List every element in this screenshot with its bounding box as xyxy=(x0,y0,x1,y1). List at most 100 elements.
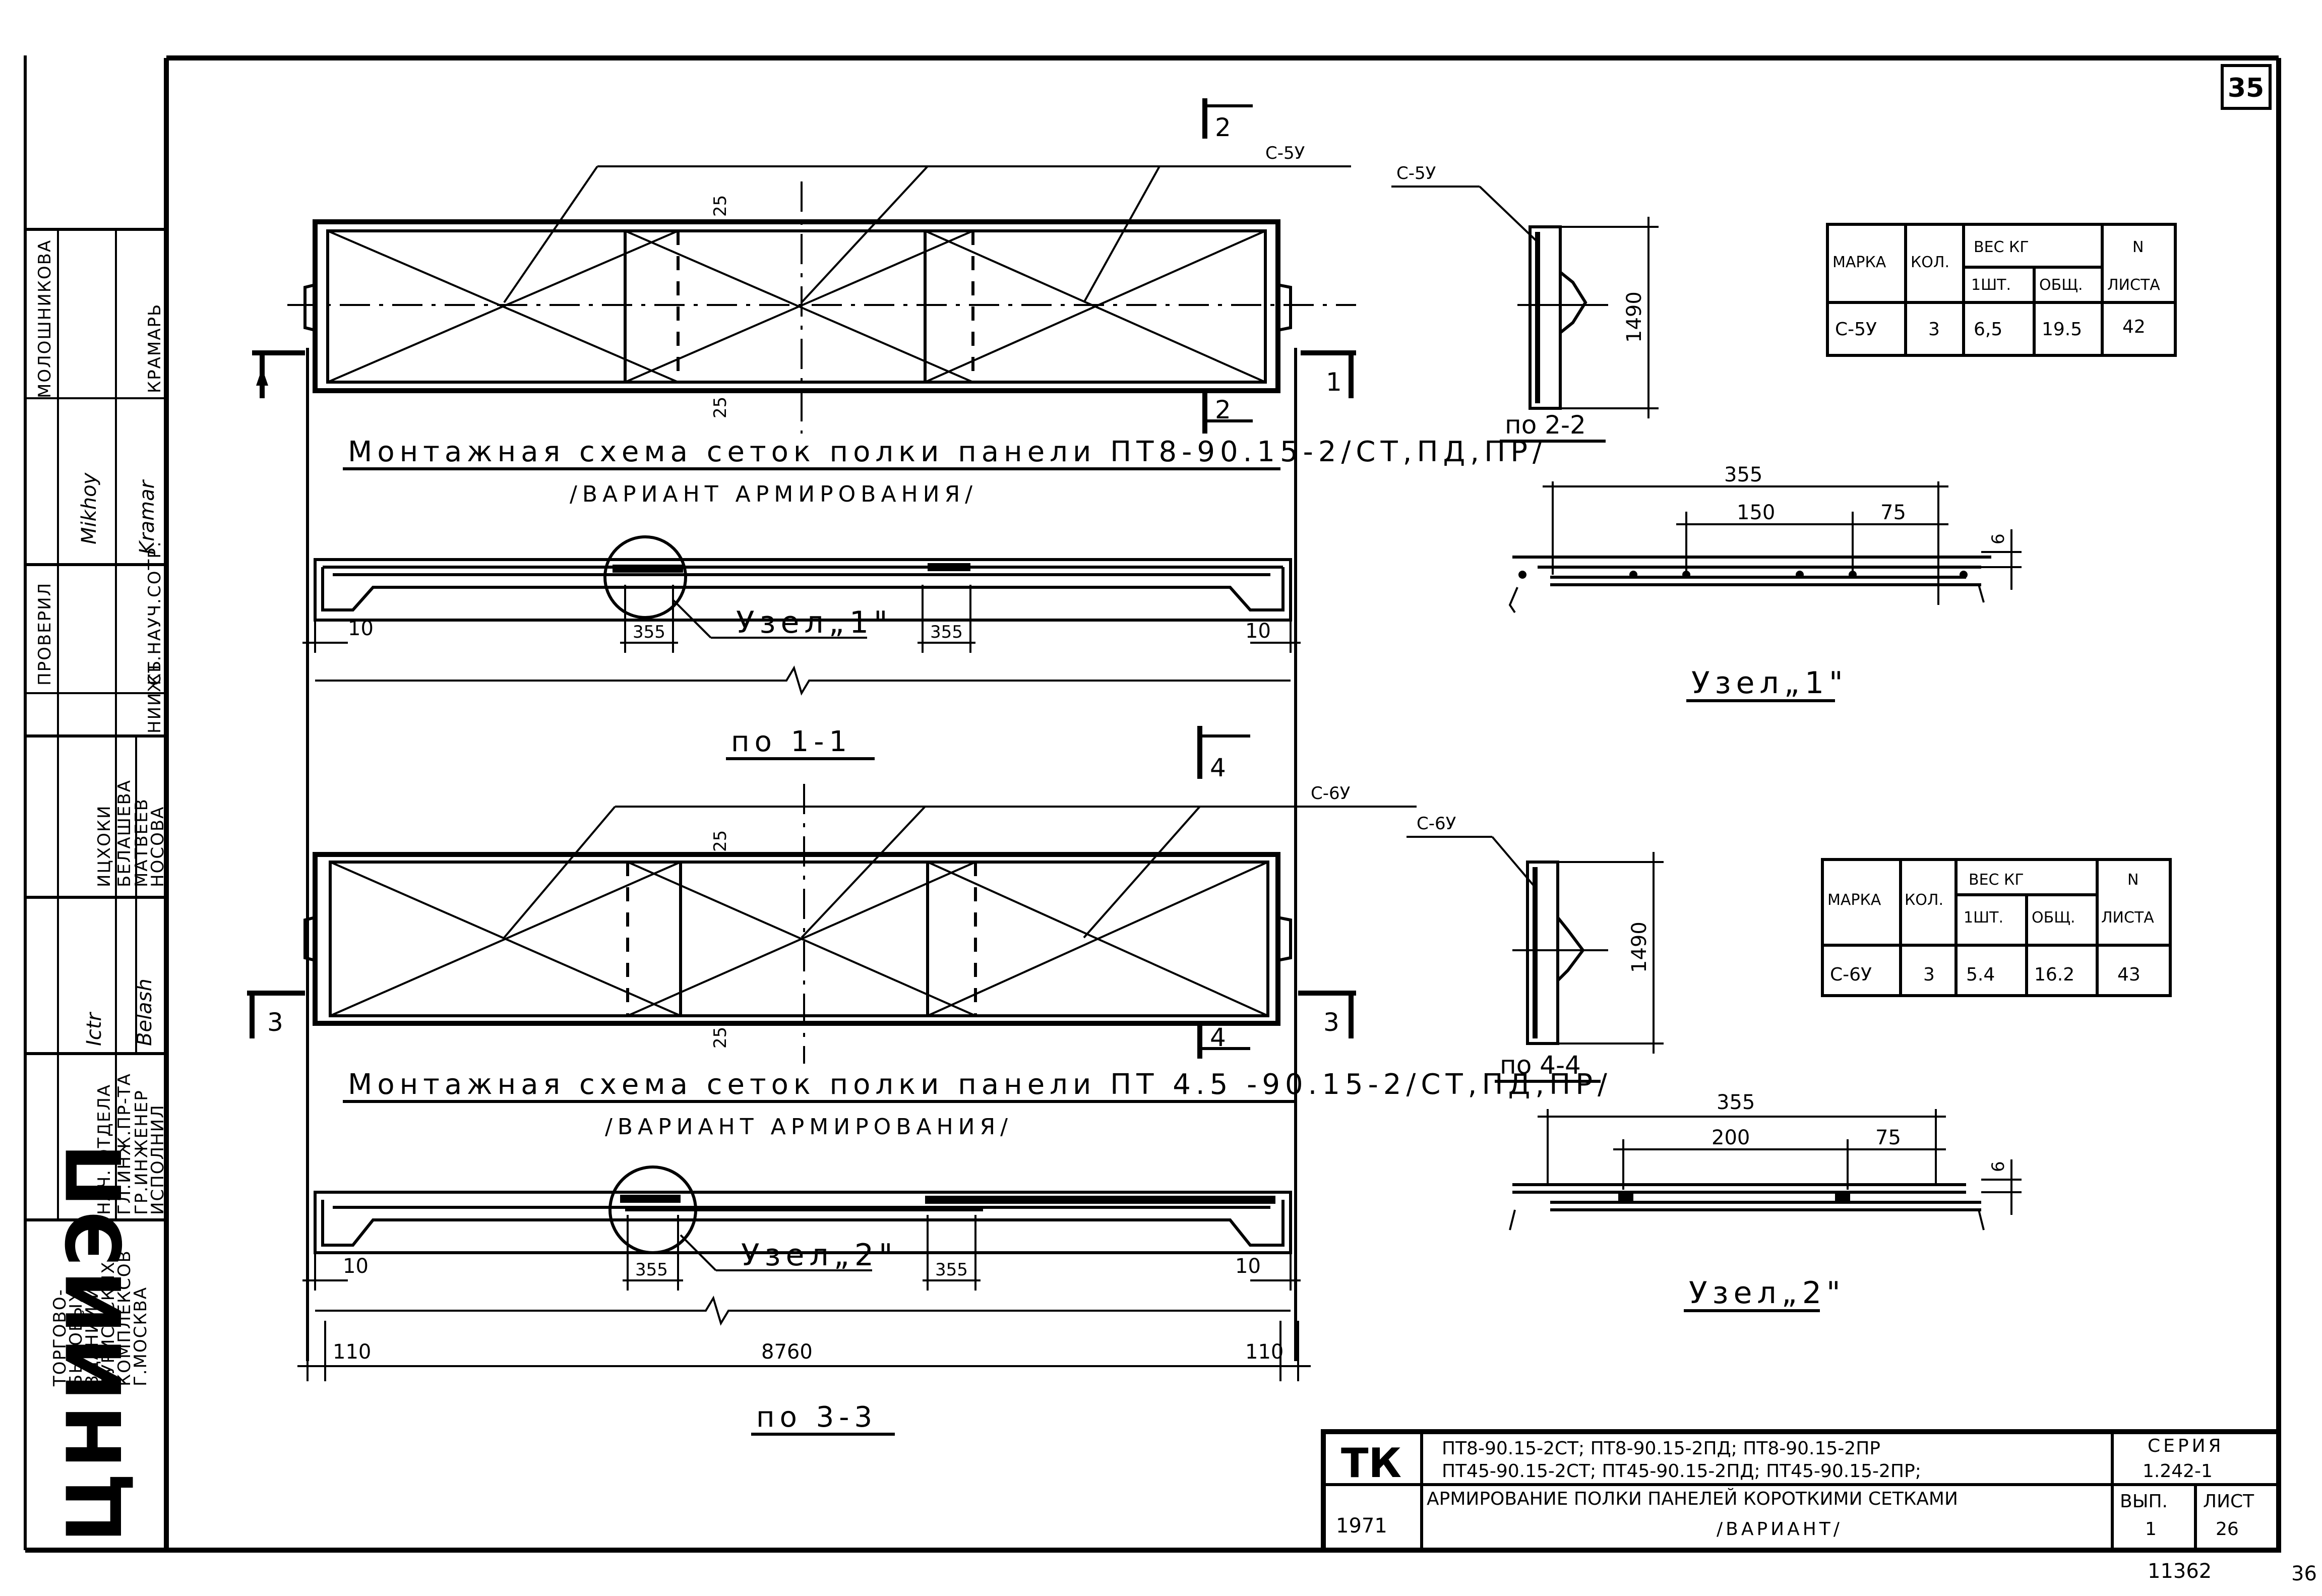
table2-h-total: ОБЩ. xyxy=(2032,909,2075,927)
tb-code: ТК xyxy=(1341,1440,1401,1487)
node1-dim-c: 6 xyxy=(1988,533,2008,544)
drawing-number-extra: 36 xyxy=(2291,1562,2317,1585)
side-role-1: НАЧ. ОТДЕЛА xyxy=(94,1084,114,1215)
node1-dim-a: 150 xyxy=(1737,501,1775,524)
section2-dim-left: 10 xyxy=(343,1255,369,1278)
table1-sheet: 42 xyxy=(2122,317,2146,337)
table1-h-weight: ВЕС КГ xyxy=(1974,238,2029,256)
spec-table-2: МАРКА КОЛ. ВЕС КГ 1ШТ. ОБЩ. N ЛИСТА С-6У… xyxy=(1821,858,2172,997)
table1-one: 6,5 xyxy=(1974,319,2002,340)
table2-h-sheet: ЛИСТА xyxy=(2101,909,2154,927)
node2-title: Узел„2" xyxy=(1689,1275,1846,1311)
plan2-subtitle: /ВАРИАНТ АРМИРОВАНИЯ/ xyxy=(605,1114,1013,1140)
plan1-section-2-top: 2 xyxy=(1215,113,1231,142)
table1-h-sheet: ЛИСТА xyxy=(2107,276,2160,294)
tb-issue-label: ВЫП. xyxy=(2120,1491,2168,1512)
side-org-desc-6: Г.МОСКВА xyxy=(131,1286,151,1386)
plan2-section-3-left: 3 xyxy=(267,1008,283,1037)
section1-dim-355a: 355 xyxy=(633,622,665,642)
side-name-2: БЕЛАШЕВА xyxy=(114,779,135,887)
section2-dim-110a: 110 xyxy=(333,1340,371,1364)
table2-qty: 3 xyxy=(1923,964,1935,985)
side-checked-name: КРАМАРЬ xyxy=(145,303,165,393)
mesh2-label: С-6У xyxy=(1417,814,1456,834)
title-block: ТК 1971 ПТ8-90.15-2СТ; ПТ8-90.15-2ПД; ПТ… xyxy=(1321,1429,2281,1553)
table1-h-qty: КОЛ. xyxy=(1911,254,1949,271)
section2-dim-355b: 355 xyxy=(935,1260,968,1280)
table1-h-mark: МАРКА xyxy=(1832,254,1886,271)
section2-dim-355a: 355 xyxy=(635,1260,668,1280)
side-name-3: МАТВЕЕВ xyxy=(132,798,152,887)
node1-title: Узел„1" xyxy=(1691,665,1848,701)
table1-qty: 3 xyxy=(1928,319,1940,340)
tb-line1: ПТ8-90.15-2СТ; ПТ8-90.15-2ПД; ПТ8-90.15-… xyxy=(1442,1438,1880,1459)
mesh2-cut-label: по 4-4 xyxy=(1500,1051,1581,1080)
tb-line4: /ВАРИАНТ/ xyxy=(1717,1519,1843,1540)
plan1-title: Монтажная схема сеток полки панели ПТ8-9… xyxy=(348,436,1547,468)
side-checked-org: НИИЖБ xyxy=(145,660,165,733)
tb-sheet-label: ЛИСТ xyxy=(2203,1491,2254,1512)
table2-total: 16.2 xyxy=(2034,964,2074,985)
section1-node-label: Узел„1" xyxy=(736,605,893,640)
tb-line2: ПТ45-90.15-2СТ; ПТ45-90.15-2ПД; ПТ45-90.… xyxy=(1442,1461,1921,1482)
tb-sheet-value: 26 xyxy=(2216,1519,2239,1540)
table1-h-total: ОБЩ. xyxy=(2039,276,2083,294)
section1-dim-355b: 355 xyxy=(930,622,963,642)
side-role-3: ГР.ИНЖЕНЕР xyxy=(132,1089,152,1215)
plan-drawing-2: С-6У 25 25 4 4 3 3 Монтажная схема сеток… xyxy=(247,726,1607,1140)
section1-dim-left: 10 xyxy=(348,617,374,640)
section2-cut-label: по 3-3 xyxy=(756,1401,877,1434)
side-checked-role: СТ.НАУЧ.СОТР. xyxy=(145,540,165,686)
table1-h-one: 1ШТ. xyxy=(1971,276,2011,294)
plan1-dim-bot: 25 xyxy=(710,397,730,418)
side-org-desc-1: ТОРГОВО- xyxy=(50,1288,70,1387)
side-role-4: ИСПОЛНИЛ xyxy=(148,1104,168,1215)
tb-issue-value: 1 xyxy=(2145,1519,2157,1540)
plan2-section-4-bot: 4 xyxy=(1210,1023,1226,1052)
node1-dim-total: 355 xyxy=(1724,463,1762,486)
plan-drawing-1: С-5У 25 25 2 2 1 Монтажная схема сеток п… xyxy=(252,98,1547,1361)
section2-dim-8760: 8760 xyxy=(761,1340,813,1364)
side-sign-4: Belash xyxy=(133,978,156,1046)
table2-sheet: 43 xyxy=(2117,964,2141,985)
mesh1-cut-label: по 2-2 xyxy=(1505,410,1586,440)
node2-dim-a: 200 xyxy=(1712,1126,1750,1149)
spec-table-1: МАРКА КОЛ. ВЕС КГ 1ШТ. ОБЩ. N ЛИСТА С-5У… xyxy=(1826,223,2177,357)
sheet-frame: 35 11362 36 xyxy=(24,55,2317,1585)
section2-dim-110b: 110 xyxy=(1245,1340,1284,1364)
node-2-detail: 355 200 75 6 Узел„2" xyxy=(1509,1091,2022,1312)
side-org-logo: ЦНИИЭП xyxy=(51,1140,139,1543)
node2-dim-total: 355 xyxy=(1717,1091,1755,1114)
table2-h-weight: ВЕС КГ xyxy=(1969,871,2024,889)
plan1-section-2-bot: 2 xyxy=(1215,395,1231,424)
side-org-desc-4: ТУРИСТСКИХ xyxy=(98,1261,118,1387)
section-3-3: Узел„2" 355 355 10 10 110 8760 110 по 3-… xyxy=(297,1165,1311,1436)
table1-total: 19.5 xyxy=(2042,319,2082,340)
node-1-detail: 355 150 75 6 Узел„1" xyxy=(1508,463,2022,702)
table1-h-n: N xyxy=(2132,238,2144,256)
side-name-1: ИЦХОКИ xyxy=(94,805,114,887)
section-1-1: Узел„1" 355 355 10 10 по 1-1 xyxy=(302,535,1301,760)
side-org-desc-2: БЫТОВЫХ xyxy=(66,1290,86,1386)
plan1-mesh-label: С-5У xyxy=(1265,143,1305,163)
section2-node-label: Узел„2" xyxy=(741,1238,898,1273)
section1-cut-label: по 1-1 xyxy=(731,725,852,758)
tb-series-label: СЕРИЯ xyxy=(2148,1436,2224,1456)
table2-h-mark: МАРКА xyxy=(1827,891,1881,909)
plan1-dim-top: 25 xyxy=(710,195,730,217)
node2-dim-c: 6 xyxy=(1988,1161,2008,1172)
node2-dim-b: 75 xyxy=(1875,1126,1901,1149)
table2-h-one: 1ШТ. xyxy=(1964,909,2003,927)
tb-line3: АРМИРОВАНИЕ ПОЛКИ ПАНЕЛЕЙ КОРОТКИМИ СЕТК… xyxy=(1427,1488,1958,1509)
table2-mark: С-6У xyxy=(1830,964,1872,985)
side-stamp: МОЛОШНИКОВА КРАМАРЬ Mikhoy Kramar ПРОВЕР… xyxy=(25,228,168,1543)
plan2-dim-top: 25 xyxy=(710,830,730,852)
plan2-dim-bot: 25 xyxy=(710,1027,730,1049)
side-sign-1: Mikhoy xyxy=(78,472,101,544)
mesh1-dim: 1490 xyxy=(1623,291,1646,343)
plan2-section-3-right: 3 xyxy=(1323,1008,1339,1037)
side-org-desc-5: КОМПЛЕКСОВ xyxy=(114,1250,135,1386)
mesh2-dim: 1490 xyxy=(1628,922,1651,973)
section2-dim-right: 10 xyxy=(1235,1255,1261,1278)
